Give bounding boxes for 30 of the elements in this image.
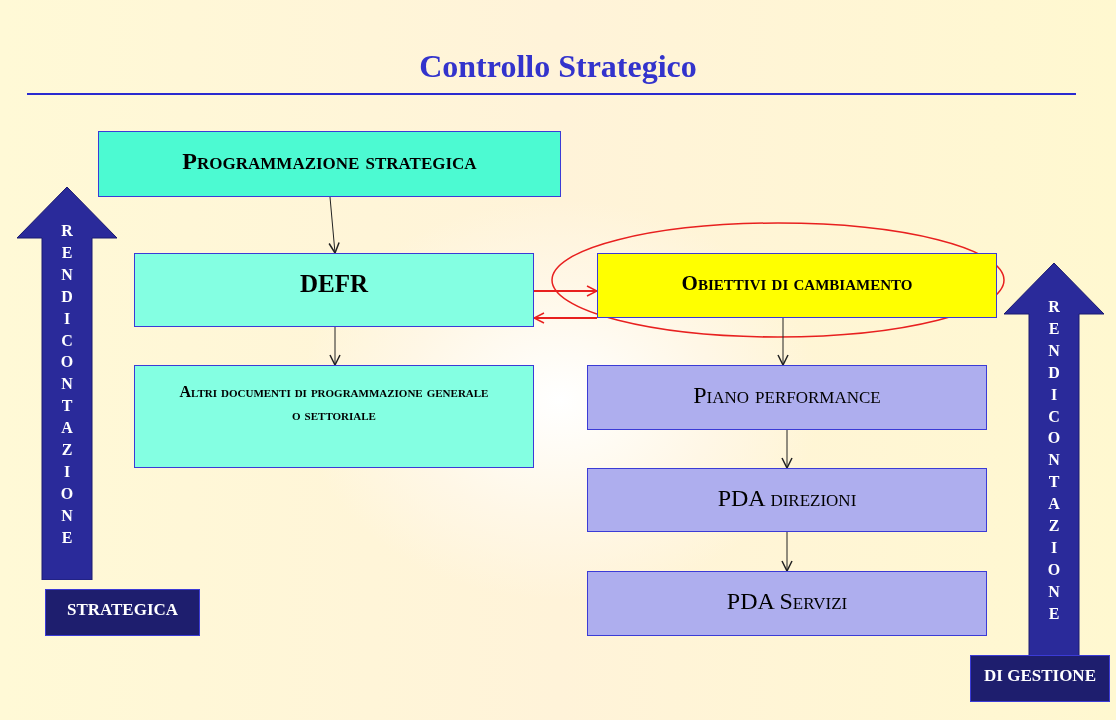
- arrow: [781, 429, 793, 469]
- box-label: Obiettivi di cambiamento: [681, 270, 913, 297]
- process-box: [134, 253, 534, 327]
- box-label: Programmazione strategica: [182, 147, 477, 176]
- arrow-shaped-banner: [17, 187, 117, 580]
- process-box: [45, 589, 200, 636]
- box-label: PDA direzioni: [717, 484, 857, 513]
- box-label: Piano performance: [693, 381, 881, 410]
- box-label: Altri documenti di programmazione generale o settoriale: [178, 382, 490, 426]
- box-label: STRATEGICA: [66, 599, 179, 621]
- process-box: [587, 365, 987, 430]
- vertical-label: RENDICONTAZIONE: [59, 221, 75, 548]
- process-box: [587, 571, 987, 636]
- process-box: [597, 253, 997, 318]
- process-box: [970, 655, 1110, 702]
- process-box: [134, 365, 534, 468]
- box-label: DI GESTIONE: [984, 665, 1096, 687]
- process-box: [587, 468, 987, 532]
- arrow: [533, 285, 598, 297]
- process-box: [98, 131, 561, 197]
- arrow: [533, 312, 598, 324]
- arrow-shaped-banner: [1004, 263, 1104, 658]
- box-label: DEFR: [299, 269, 369, 299]
- arrow: [781, 531, 793, 572]
- arrow: [329, 326, 341, 366]
- arrow: [777, 317, 789, 366]
- box-label: PDA Servizi: [726, 587, 848, 616]
- vertical-label: RENDICONTAZIONE: [1046, 297, 1062, 624]
- arrow: [328, 196, 340, 254]
- diagram-title: Controllo Strategico: [418, 48, 698, 85]
